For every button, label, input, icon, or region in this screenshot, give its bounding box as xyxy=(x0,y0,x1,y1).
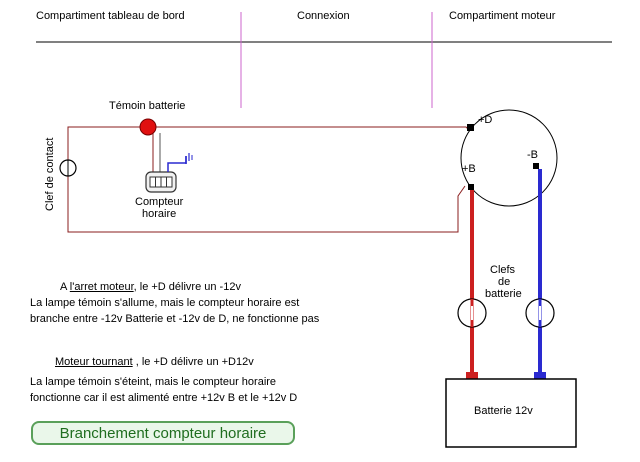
label-minus-b: -B xyxy=(527,149,538,161)
text-engine-off-line3: branche entre -12v Batterie et -12v de D… xyxy=(30,313,320,325)
battery-terminal-plus xyxy=(466,372,478,380)
text-engine-running-title: Moteur tournant xyxy=(55,356,133,368)
text-engine-running-line3: fonctionne car il est alimenté entre +12… xyxy=(30,392,298,404)
label-switches-1: Clefs xyxy=(490,264,516,276)
terminal-d xyxy=(467,124,474,131)
label-switches-2: de xyxy=(498,276,511,288)
text-prefix: A xyxy=(60,281,70,293)
ignition-loop-wire xyxy=(67,126,466,233)
terminal-b-minus xyxy=(533,163,539,169)
label-counter-2: horaire xyxy=(142,208,177,220)
terminal-b-plus xyxy=(468,184,474,190)
ignition-key-icon xyxy=(59,159,77,177)
caption-button: Branchement compteur horaire xyxy=(31,421,295,445)
battery-box xyxy=(445,378,577,448)
battery-switch-plus-icon xyxy=(457,298,487,328)
text-engine-running-suffix: , le +D délivre un +D12v xyxy=(132,356,254,368)
header-dashboard: Compartiment tableau de bord xyxy=(36,10,185,22)
label-counter-1: Compteur xyxy=(135,196,184,208)
alternator-icon xyxy=(460,109,558,207)
label-plus-d: +D xyxy=(478,114,493,126)
hour-counter-icon xyxy=(145,171,177,193)
text-engine-off-title: l'arret moteur xyxy=(69,281,134,293)
header-engine: Compartiment moteur xyxy=(449,10,556,22)
battery-terminal-minus xyxy=(534,372,546,380)
header-connexion: Connexion xyxy=(297,10,350,22)
text-engine-running-line2: La lampe témoin s'éteint, mais le compte… xyxy=(30,376,277,388)
warning-lamp-icon xyxy=(139,118,157,136)
text-engine-off-line1: A l'arret moteur, le +D délivre un -12v xyxy=(60,281,241,294)
label-battery: Batterie 12v xyxy=(474,405,533,417)
text-engine-running-line1: Moteur tournant , le +D délivre un +D12v xyxy=(55,356,254,369)
ground-icon xyxy=(167,153,193,172)
lamp-to-d-wire xyxy=(156,126,470,131)
label-plus-b: +B xyxy=(462,163,476,175)
text-engine-off-suffix: , le +D délivre un -12v xyxy=(133,281,241,293)
label-switches-3: batterie xyxy=(485,288,522,300)
battery-switch-minus-icon xyxy=(525,298,555,328)
label-ignition-key: Clef de contact xyxy=(44,137,56,211)
text-engine-off-line2: La lampe témoin s'allume, mais le compte… xyxy=(30,297,300,309)
label-warning-lamp: Témoin batterie xyxy=(109,100,186,112)
